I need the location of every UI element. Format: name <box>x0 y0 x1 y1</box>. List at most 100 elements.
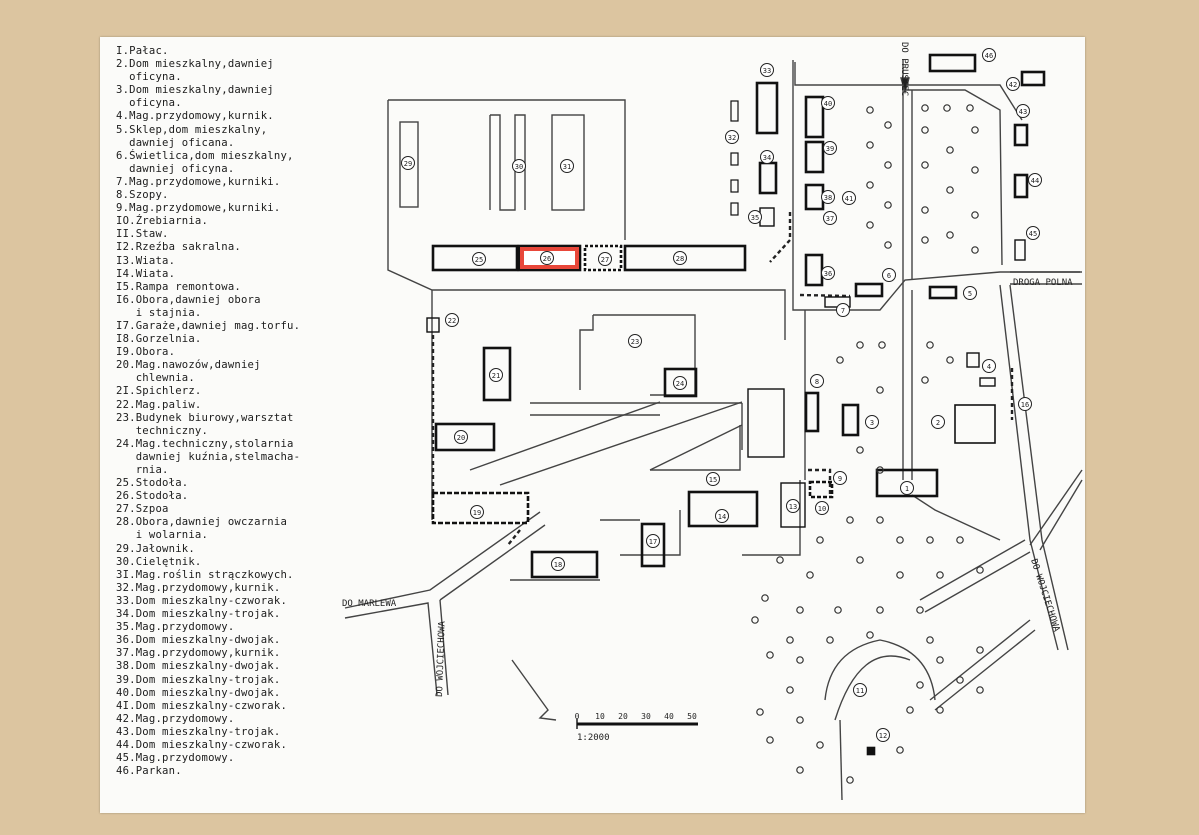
legend-item: 38.Dom mieszkalny-dwojak. <box>116 660 281 673</box>
legend-item: 2.Dom mieszkalny,dawniej <box>116 58 274 71</box>
legend-item: 28.Obora,dawniej owczarnia <box>116 516 288 529</box>
tree-marker <box>761 594 769 602</box>
svg-text:2: 2 <box>936 419 940 427</box>
scale-tick: 40 <box>664 712 674 721</box>
building-label-40: 40 <box>821 96 835 110</box>
building-6 <box>854 282 884 298</box>
legend-item: 25.Stodoła. <box>116 477 189 490</box>
legend-item: 37.Mag.przydomowy,kurnik. <box>116 647 281 660</box>
svg-text:9: 9 <box>838 475 842 483</box>
legend-item: 7.Mag.przydomowe,kurniki. <box>116 175 281 188</box>
legend-item: 39.Dom mieszkalny-trojak. <box>116 673 281 686</box>
svg-text:46: 46 <box>985 52 993 60</box>
tree-marker <box>816 536 824 544</box>
building-19 <box>431 491 530 525</box>
building-32d <box>730 202 739 216</box>
tree-marker <box>796 716 804 724</box>
building-33 <box>755 81 779 135</box>
building-label-33: 33 <box>760 63 774 77</box>
legend-item: 34.Dom mieszkalny-trojak. <box>116 608 281 621</box>
legend-item: 30.Cielętnik. <box>116 555 202 568</box>
building-45 <box>1014 239 1026 261</box>
building-5 <box>928 285 958 300</box>
building-24 <box>663 367 698 398</box>
building-label-8: 8 <box>810 374 824 388</box>
building-label-29: 29 <box>401 156 415 170</box>
building-34 <box>758 161 778 195</box>
legend-item: oficyna. <box>116 97 182 110</box>
building-4b <box>979 377 996 387</box>
building-18 <box>530 550 599 579</box>
building-label-21: 21 <box>489 368 503 382</box>
legend-item: dawniej kuźnia,stelmacha- <box>116 450 301 463</box>
svg-text:20: 20 <box>457 434 465 442</box>
tree-marker <box>856 556 864 564</box>
svg-text:15: 15 <box>709 476 717 484</box>
legend-item: 40.Dom mieszkalny-dwojak. <box>116 686 281 699</box>
road-label-do-wojciechowa-right: DO WOJCIECHOWA <box>1028 558 1061 634</box>
tree-marker <box>826 636 834 644</box>
legend-item: rnia. <box>116 464 169 476</box>
svg-text:6: 6 <box>887 272 891 280</box>
building-label-32: 32 <box>725 130 739 144</box>
svg-text:8: 8 <box>815 378 819 386</box>
tree-marker <box>971 166 979 174</box>
scale-tick: 10 <box>595 712 605 721</box>
tree-marker <box>846 516 854 524</box>
building-label-45: 45 <box>1026 226 1040 240</box>
building-32 <box>730 100 739 122</box>
legend-item: 22.Mag.paliw. <box>116 398 202 411</box>
tree-marker <box>866 106 874 114</box>
svg-text:39: 39 <box>826 145 834 153</box>
building-3 <box>841 403 860 437</box>
tree-marker <box>946 356 954 364</box>
building-13 <box>780 482 806 528</box>
svg-text:30: 30 <box>515 163 523 171</box>
legend-item: 36.Dom mieszkalny-dwojak. <box>116 634 281 647</box>
tree-marker <box>866 631 874 639</box>
legend-item: dawniej oficyna. <box>116 162 235 175</box>
building-label-18: 18 <box>551 557 565 571</box>
tree-marker <box>834 606 842 614</box>
building-label-25: 25 <box>472 252 486 266</box>
legend-item: I.Pałac. <box>116 45 169 57</box>
svg-text:24: 24 <box>676 380 684 388</box>
tree-marker <box>946 146 954 154</box>
road-label-do-wojciechowa-left: DO WOJCIECHOWA <box>435 620 448 697</box>
building-label-1: 1 <box>900 481 914 495</box>
svg-text:26: 26 <box>543 255 551 263</box>
scale-ratio: 1:2000 <box>577 733 610 743</box>
building-label-11: 11 <box>853 683 867 697</box>
tree-marker <box>796 656 804 664</box>
legend-item: i stajnia. <box>116 306 202 319</box>
tree-marker <box>876 516 884 524</box>
tree-marker <box>916 681 924 689</box>
legend-item: I8.Gorzelnia. <box>116 333 202 346</box>
tree-marker <box>921 161 929 169</box>
tree-marker <box>866 141 874 149</box>
building-label-9: 9 <box>833 471 847 485</box>
tree-marker <box>751 616 759 624</box>
tree-marker <box>876 466 884 474</box>
building-label-28: 28 <box>673 251 687 265</box>
building-label-36: 36 <box>821 266 835 280</box>
tree-marker <box>786 636 794 644</box>
building-28 <box>623 244 747 272</box>
tree-marker <box>971 126 979 134</box>
legend-item: I3.Wiata. <box>116 254 176 267</box>
legend-item: 4.Mag.przydomowy,kurnik. <box>116 110 274 123</box>
scale-tick: 20 <box>618 712 628 721</box>
svg-text:23: 23 <box>631 338 639 346</box>
tree-marker <box>921 376 929 384</box>
building-label-42: 42 <box>1006 77 1020 91</box>
building-label-41: 41 <box>842 191 856 205</box>
svg-text:32: 32 <box>728 134 736 142</box>
legend-item: 32.Mag.przydomowy,kurnik. <box>116 581 281 594</box>
legend-item: I2.Rzeźba sakralna. <box>116 241 241 254</box>
building-label-22: 22 <box>445 313 459 327</box>
building-8 <box>804 391 820 433</box>
legend-item: 3.Dom mieszkalny,dawniej <box>116 84 274 97</box>
trees <box>751 104 984 784</box>
svg-text:35: 35 <box>751 214 759 222</box>
svg-text:1: 1 <box>905 485 909 493</box>
